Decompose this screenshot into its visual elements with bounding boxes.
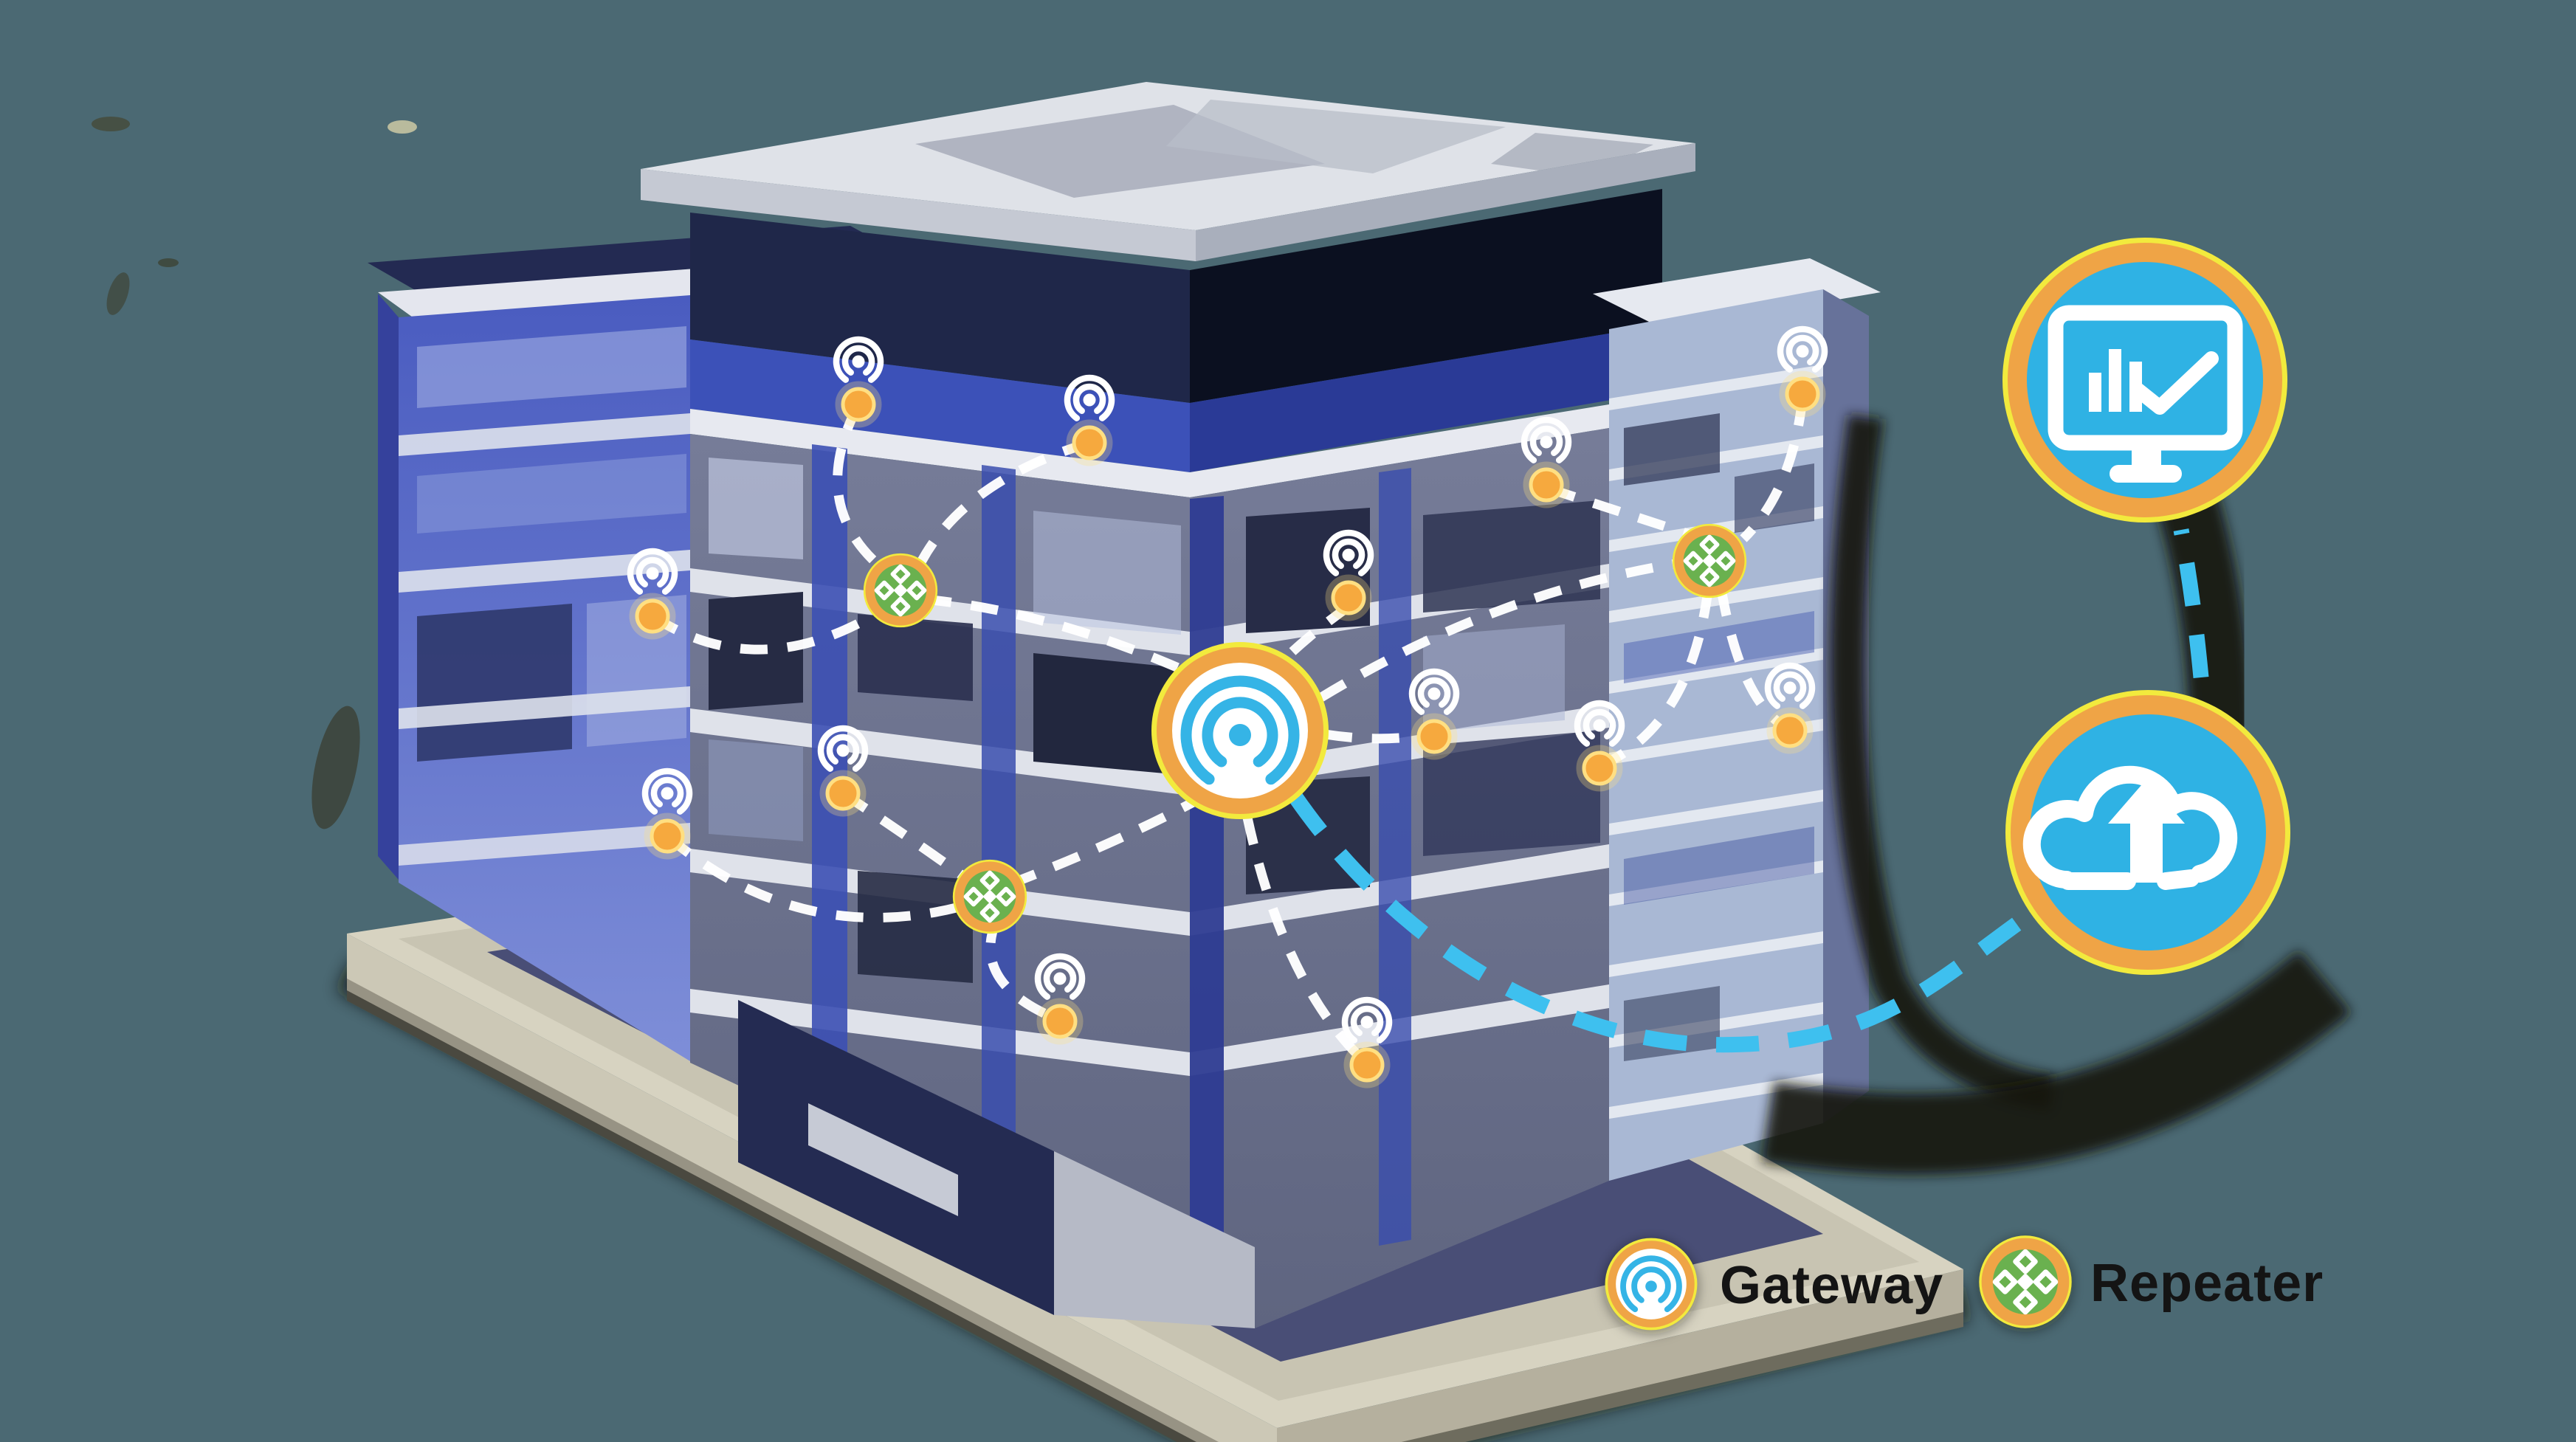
- mesh-link: [833, 402, 905, 587]
- mesh-link: [1324, 729, 1416, 744]
- uplink-links: [1289, 528, 2209, 1053]
- repeater-legend-label: Repeater: [2090, 1254, 2324, 1313]
- uplink-path: [1289, 793, 2036, 1053]
- gateway-node: [1151, 642, 1329, 819]
- gateway-legend-icon: [1605, 1238, 1698, 1331]
- uplink-path: [2173, 528, 2209, 678]
- mesh-link: [1242, 816, 1366, 1063]
- background-artifacts: [92, 117, 417, 829]
- cloud-upload-badge: [2005, 690, 2290, 975]
- repeater-node: [953, 860, 1027, 934]
- mesh-links: [650, 398, 1808, 1063]
- repeater-node: [1673, 524, 1746, 598]
- repeater-node: [864, 553, 937, 627]
- mesh-link: [1008, 787, 1217, 889]
- mesh-link: [650, 604, 887, 655]
- cloud-upload-icon: [2022, 765, 2238, 890]
- repeater-legend-icon: [1979, 1235, 2071, 1328]
- mesh-link: [664, 832, 974, 922]
- legend: Gateway Repeater: [1604, 1235, 2324, 1334]
- gateway-legend-label: Gateway: [1720, 1256, 1943, 1315]
- monitor-chart-icon: [2048, 305, 2243, 483]
- mesh-link: [1318, 559, 1677, 702]
- dashboard-badge: [2002, 238, 2287, 522]
- mesh-link: [911, 438, 1091, 576]
- mesh-link: [1597, 590, 1713, 770]
- mesh-link: [923, 594, 1222, 691]
- mesh-link: [1740, 398, 1808, 542]
- building-model: [338, 82, 1968, 1442]
- mesh-link: [1546, 483, 1698, 542]
